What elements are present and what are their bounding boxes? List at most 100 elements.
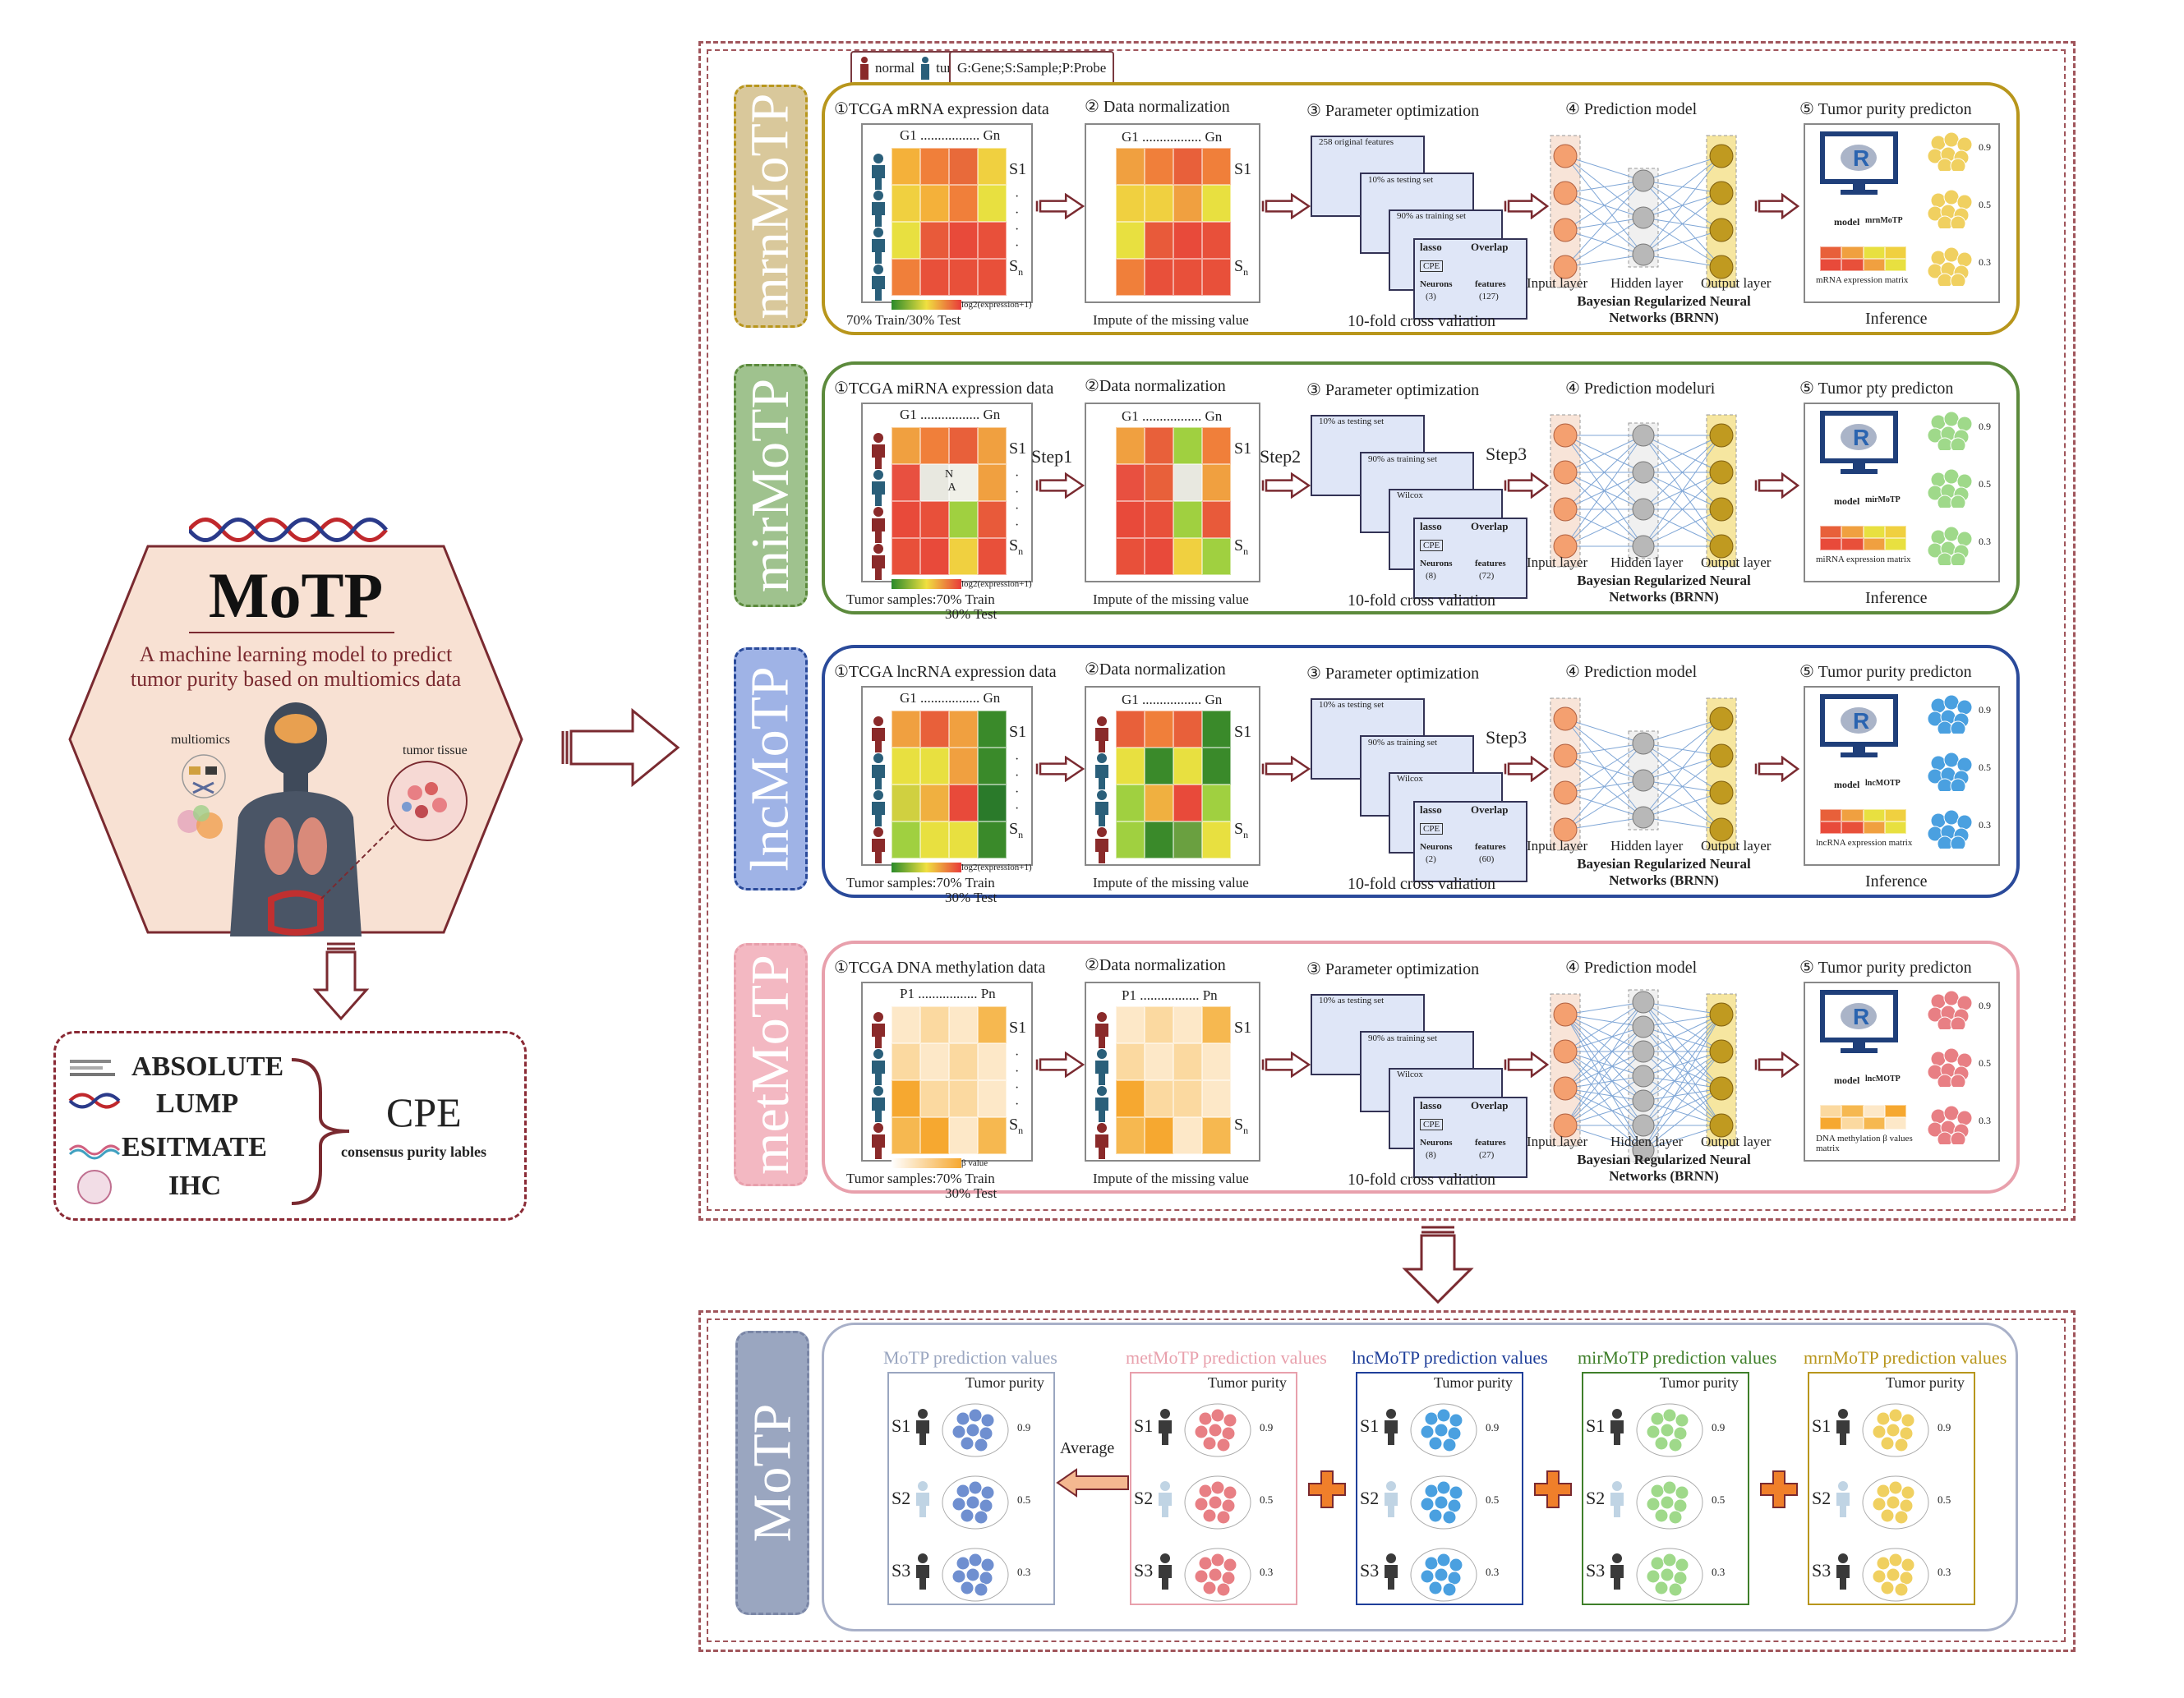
matrix-cell xyxy=(1841,821,1864,834)
multiomics-icon xyxy=(177,754,226,839)
heat-cell xyxy=(1116,1117,1145,1154)
heat-cell xyxy=(1173,148,1202,185)
step5-title-1: ⑤ Tumor pty predicton xyxy=(1799,380,1954,398)
tumor-link-line xyxy=(320,825,395,900)
result-val-1-0: 0.9 xyxy=(1260,1421,1274,1433)
heat-cell xyxy=(949,538,978,575)
heat-cell xyxy=(978,185,1007,222)
step2-title-1: ②Data normalization xyxy=(1085,377,1226,395)
hidden-layer-label-0: Hidden layer xyxy=(1610,275,1684,291)
heat-cell xyxy=(920,1080,949,1117)
heat-cell xyxy=(1116,185,1145,222)
norm-heatmap-1 xyxy=(1116,427,1231,575)
heat-cell xyxy=(978,427,1007,464)
tumor-purity-label-4: Tumor purity xyxy=(1886,1374,1965,1391)
result-val-0-0: 0.9 xyxy=(1017,1421,1031,1433)
heat-cell xyxy=(920,538,949,575)
heat-cell xyxy=(1145,1043,1173,1080)
heat-cell xyxy=(1116,748,1145,785)
heat-cell xyxy=(1202,538,1231,575)
model-name-2: lncMOTP xyxy=(1865,779,1901,788)
step1-label-1: Step1 xyxy=(1031,446,1073,467)
arrow-step2-3 xyxy=(1261,1051,1311,1078)
result-person-icon-2-0 xyxy=(1385,1409,1398,1445)
step1-title-2: ①TCGA lncRNA expression data xyxy=(834,663,1057,681)
norm-person-icon-3-0 xyxy=(1095,1012,1108,1048)
sample-person-icon-2-2 xyxy=(872,790,885,826)
heat-cell xyxy=(978,222,1007,259)
legend-abbrev-text: G:Gene;S:Sample;P:Probe xyxy=(957,60,1107,76)
overlap-label-3: Overlap xyxy=(1471,1099,1509,1111)
sample-person-icon-0-1 xyxy=(872,191,885,227)
s1-label-0: S1 xyxy=(1009,160,1027,178)
legend-abbrev: G:Gene;S:Sample;P:Probe xyxy=(949,51,1115,85)
r-monitor-icon-1: R xyxy=(1820,411,1898,474)
human-body-icon xyxy=(230,702,362,936)
neural-network-3 xyxy=(1550,989,1737,1162)
heat-cell xyxy=(1173,1043,1202,1080)
matrix-cell xyxy=(1863,821,1885,834)
tumor-purity-label-1: Tumor purity xyxy=(1208,1374,1287,1391)
step3-title-0: ③ Parameter optimization xyxy=(1306,102,1480,120)
cv-text1-0: 258 original features xyxy=(1319,137,1394,147)
arrow-step4-0 xyxy=(1754,193,1799,219)
norm-heatmap-0 xyxy=(1116,148,1231,296)
result-val-3-0: 0.9 xyxy=(1712,1421,1726,1433)
step2-title-3: ②Data normalization xyxy=(1085,956,1226,974)
arrow-step1-2 xyxy=(1035,756,1085,782)
result-sample-1-0: S1 xyxy=(1134,1415,1154,1436)
result-cell-icon-1-0 xyxy=(1184,1403,1251,1457)
result-val-3-2: 0.3 xyxy=(1712,1566,1726,1578)
modules-outer-frame xyxy=(698,41,2076,1221)
cv-card-1-3 xyxy=(1413,518,1527,599)
result-sample-1-2: S3 xyxy=(1134,1560,1154,1581)
heat-cell xyxy=(1116,821,1145,858)
bottom-outer-frame xyxy=(698,1310,2076,1652)
cv-text3-1: Wilcox xyxy=(1397,490,1423,500)
cell-cluster-icon-0-2 xyxy=(1927,246,1973,286)
result-val-1-2: 0.3 xyxy=(1260,1566,1274,1578)
norm-heatmap-2 xyxy=(1116,711,1231,858)
matrix-cell xyxy=(1820,246,1842,259)
step2-label-1: Step2 xyxy=(1260,446,1302,467)
step4-title-3: ④ Prediction model xyxy=(1565,959,1698,977)
result-sample-4-1: S2 xyxy=(1812,1488,1832,1508)
norm-person-icon-2-2 xyxy=(1095,790,1108,826)
heat-cell xyxy=(949,1006,978,1043)
heat-cell xyxy=(1145,538,1173,575)
matrix-cell xyxy=(1820,259,1842,271)
input-layer-label-3: Input layer xyxy=(1527,1134,1588,1149)
heat-cell xyxy=(978,538,1007,575)
heat-cell xyxy=(892,427,920,464)
result-val-4-2: 0.3 xyxy=(1937,1566,1951,1578)
purity-val-0-2: 0.3 xyxy=(1979,256,1991,268)
purity-val-2-2: 0.3 xyxy=(1979,819,1991,831)
raw-g-header-1: G1 ................. Gn xyxy=(900,407,1001,422)
matrix-label-2: lncRNA expression matrix xyxy=(1816,838,1913,848)
neurons-label-1: Neurons xyxy=(1420,559,1453,568)
inference-label-1: Inference xyxy=(1865,589,1928,607)
neural-network-0 xyxy=(1550,135,1737,288)
impute-caption-0: Impute of the missing value xyxy=(1093,312,1249,328)
dots-col-2: ···· xyxy=(1015,752,1020,816)
scale-bar-1 xyxy=(892,579,961,589)
heat-cell xyxy=(920,1043,949,1080)
heat-cell xyxy=(892,185,920,222)
method-ihc: IHC xyxy=(168,1171,222,1201)
module-tab-1: mirMoTP xyxy=(734,364,808,607)
step2-title-0: ② Data normalization xyxy=(1085,98,1230,116)
raw-g-header-0: G1 ................. Gn xyxy=(900,127,1001,143)
result-cell-icon-2-2 xyxy=(1410,1548,1477,1602)
neurons-label-3: Neurons xyxy=(1420,1138,1453,1148)
heat-cell xyxy=(892,222,920,259)
heat-cell xyxy=(1116,1043,1145,1080)
heat-cell xyxy=(949,148,978,185)
heat-cell xyxy=(949,464,978,501)
heat-cell xyxy=(1202,427,1231,464)
module-tab-0: mrnMoTP xyxy=(734,85,808,328)
model-name-1: mirMoTP xyxy=(1865,495,1901,504)
overlap-label-0: Overlap xyxy=(1471,241,1509,253)
heat-cell xyxy=(1202,1043,1231,1080)
cv-caption-1: 10-fold cross valiation xyxy=(1348,591,1495,610)
